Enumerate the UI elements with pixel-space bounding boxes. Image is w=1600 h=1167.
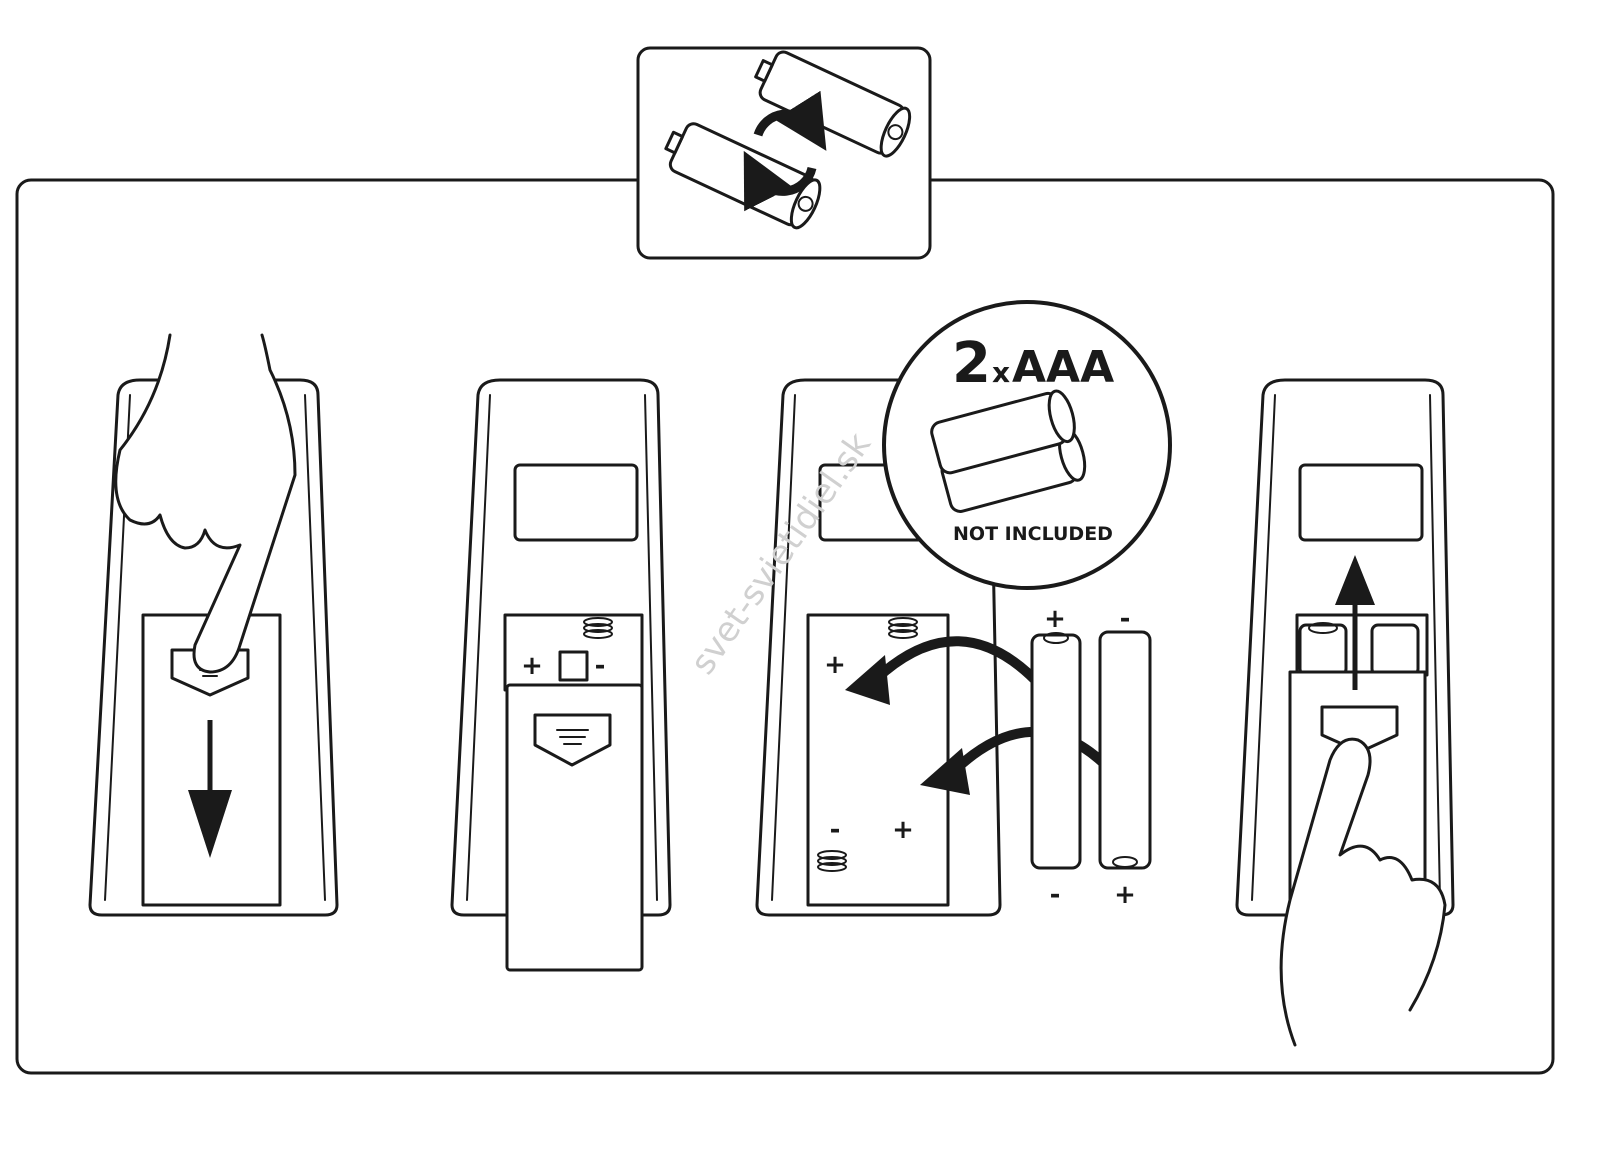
spring-icon xyxy=(888,617,918,639)
polarity-plus: + xyxy=(521,651,543,681)
battery-polarity-plus: + xyxy=(1114,880,1136,910)
cover-tab xyxy=(1320,705,1399,754)
spring-icon xyxy=(817,850,847,872)
display-window xyxy=(513,463,639,542)
battery-polarity-minus: - xyxy=(1120,604,1131,634)
step-1-remote xyxy=(88,333,339,917)
battery-replace-icon xyxy=(636,46,932,260)
battery-polarity-plus: + xyxy=(1044,604,1066,634)
battery-polarity-minus: - xyxy=(1050,880,1061,910)
battery-cover xyxy=(505,683,644,972)
polarity-minus: - xyxy=(595,651,606,681)
battery-badge: 2 x AAA NOT INCLUDED xyxy=(882,300,1172,590)
aaa-battery xyxy=(1030,632,1082,870)
polarity-plus: + xyxy=(824,650,846,680)
insert-arrow xyxy=(871,636,1044,689)
polarity-minus: - xyxy=(830,815,841,845)
aaa-battery xyxy=(1098,630,1152,870)
step-4-remote xyxy=(1235,378,1455,1047)
step-3-remote: + - + + - - + 2 x AAA xyxy=(755,300,1172,917)
display-window xyxy=(1298,463,1424,542)
hand-icon xyxy=(114,333,297,674)
step-2-remote: + - xyxy=(450,378,672,972)
cover-tab xyxy=(533,713,612,767)
battery-type: AAA xyxy=(1012,342,1114,393)
battery-quantity: 2 xyxy=(952,331,991,396)
hand-icon xyxy=(1279,737,1447,1047)
polarity-plus: + xyxy=(892,815,914,845)
battery-multiplier: x xyxy=(992,356,1010,389)
not-included-label: NOT INCLUDED xyxy=(953,523,1113,545)
spring-icon xyxy=(583,617,613,639)
